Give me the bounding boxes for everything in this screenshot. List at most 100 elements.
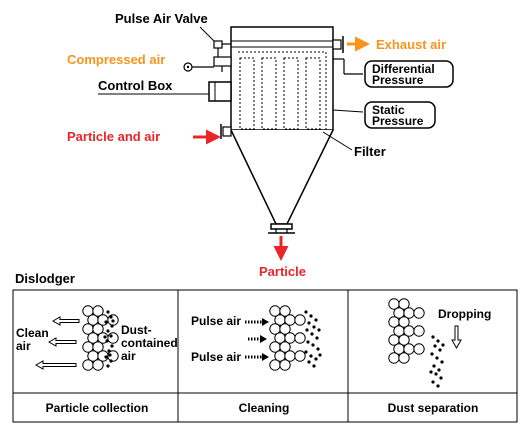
- clean-air-arrow-icon: [34, 360, 77, 370]
- filter-media-stack: [388, 298, 425, 364]
- clean-air-arrow-icon: [51, 316, 80, 326]
- dust-air-label-3: air: [121, 349, 136, 363]
- compressed-air-label: Compressed air: [67, 52, 165, 67]
- dust-particle: [104, 320, 108, 324]
- pulse-air-arrows: [245, 320, 262, 359]
- static-pressure-label-1: Static: [372, 103, 405, 117]
- filter-fiber-circle: [398, 298, 410, 310]
- dust-particle: [307, 360, 311, 364]
- pulse-air-arrow-icon: [260, 335, 267, 343]
- filter-bag: [283, 57, 299, 130]
- clean-air-arrow-icon: [47, 337, 77, 347]
- dust-particle: [429, 370, 433, 374]
- filter-fiber-circle: [279, 305, 291, 317]
- filter-media-stack: [269, 305, 306, 371]
- dislodger-title: Dislodger: [15, 271, 75, 286]
- hopper-cone: [230, 129, 334, 225]
- clean-air-arrows: [34, 316, 80, 370]
- filter-bag: [261, 57, 277, 130]
- dust-particle: [317, 328, 321, 332]
- dust-particle: [435, 356, 439, 360]
- dust-particle: [309, 354, 313, 358]
- filter-fiber-circle: [107, 350, 119, 362]
- dust-particle: [109, 334, 113, 338]
- pulse-air-arrowheads: [260, 318, 269, 361]
- filter-fiber-circle: [413, 307, 425, 319]
- filter-bag: [305, 57, 321, 130]
- filter-fiber-circle: [92, 305, 104, 317]
- dust-air-label-2: contained: [121, 336, 178, 350]
- dust-particle: [315, 336, 319, 340]
- dust-particle: [103, 335, 107, 339]
- dust-particle: [304, 310, 308, 314]
- filter-fiber-circle: [279, 359, 291, 371]
- pulse-air-valve-label: Pulse Air Valve: [115, 11, 208, 26]
- dust-particle: [105, 339, 109, 343]
- filter-label: Filter: [354, 144, 386, 159]
- pulse-air-valve: [183, 40, 232, 72]
- housing-body: [230, 26, 334, 131]
- dust-particle: [431, 335, 435, 339]
- pulse-air-arrow-icon: [262, 318, 269, 326]
- static-pressure-box: [364, 101, 436, 129]
- differential-pressure-box: [364, 60, 454, 88]
- filter-fiber-circle: [413, 325, 425, 337]
- dust-particle: [318, 353, 322, 357]
- dropping-arrow-icon: [451, 325, 462, 350]
- dust-particle: [437, 368, 441, 372]
- dust-particle: [310, 332, 314, 336]
- filter-fiber-circle: [92, 341, 104, 353]
- filter-bags: [238, 51, 327, 130]
- dust-particle: [106, 364, 110, 368]
- filter-fiber-circle: [107, 332, 119, 344]
- dust-particle: [436, 384, 440, 388]
- filter-fiber-circle: [294, 332, 306, 344]
- filter-fiber-circle: [413, 343, 425, 355]
- clean-air-label-1: Clean: [16, 326, 49, 340]
- filter-fiber-circle: [92, 323, 104, 335]
- dust-particle: [110, 324, 114, 328]
- dust-particle: [316, 347, 320, 351]
- filter-fiber-circle: [294, 314, 306, 326]
- filter-fiber-circle: [279, 323, 291, 335]
- dust-particle: [433, 344, 437, 348]
- pulse-air-arrow-icon: [262, 353, 269, 361]
- dust-particle: [304, 350, 308, 354]
- static-pressure-label-2: Pressure: [372, 114, 424, 128]
- dust-particle: [109, 315, 113, 319]
- particle-label: Particle: [259, 264, 306, 279]
- filter-fiber-circle: [92, 359, 104, 371]
- filter-fiber-circle: [82, 359, 94, 371]
- dust-particle: [314, 318, 318, 322]
- control-box: [208, 81, 232, 102]
- filter-bag: [239, 57, 255, 130]
- caption-dust-separation: Dust separation: [388, 401, 479, 415]
- filter-leader: [322, 131, 353, 151]
- dust-particle: [430, 352, 434, 356]
- dust-particle: [106, 329, 110, 333]
- dust-particle: [440, 360, 444, 364]
- dust-particle: [109, 359, 113, 363]
- caption-particle-collection: Particle collection: [46, 401, 149, 415]
- dust-particle: [438, 348, 442, 352]
- differential-pressure-label-2: Pressure: [372, 73, 424, 87]
- exhaust-air-label: Exhaust air: [376, 37, 446, 52]
- discharge-outlet: [270, 223, 293, 230]
- dust-particle: [314, 357, 318, 361]
- pulse-air-label-top: Pulse air: [191, 314, 241, 328]
- pulse-air-label-bottom: Pulse air: [191, 350, 241, 364]
- static-pressure-leader: [332, 109, 364, 113]
- clean-air-label-2: air: [16, 339, 31, 353]
- filter-fiber-circle: [279, 341, 291, 353]
- filter-fiber-circle: [294, 350, 306, 362]
- dust-particles: [304, 310, 322, 368]
- dust-particle: [306, 340, 310, 344]
- dust-particle: [307, 321, 311, 325]
- dust-particle: [432, 364, 436, 368]
- dust-particle: [108, 353, 112, 357]
- differential-pressure-label-1: Differential: [372, 62, 435, 76]
- filter-fiber-circle: [398, 334, 410, 346]
- filter-media-stack: [82, 305, 119, 371]
- dust-particle: [309, 314, 313, 318]
- filter-fiber-circle: [398, 316, 410, 328]
